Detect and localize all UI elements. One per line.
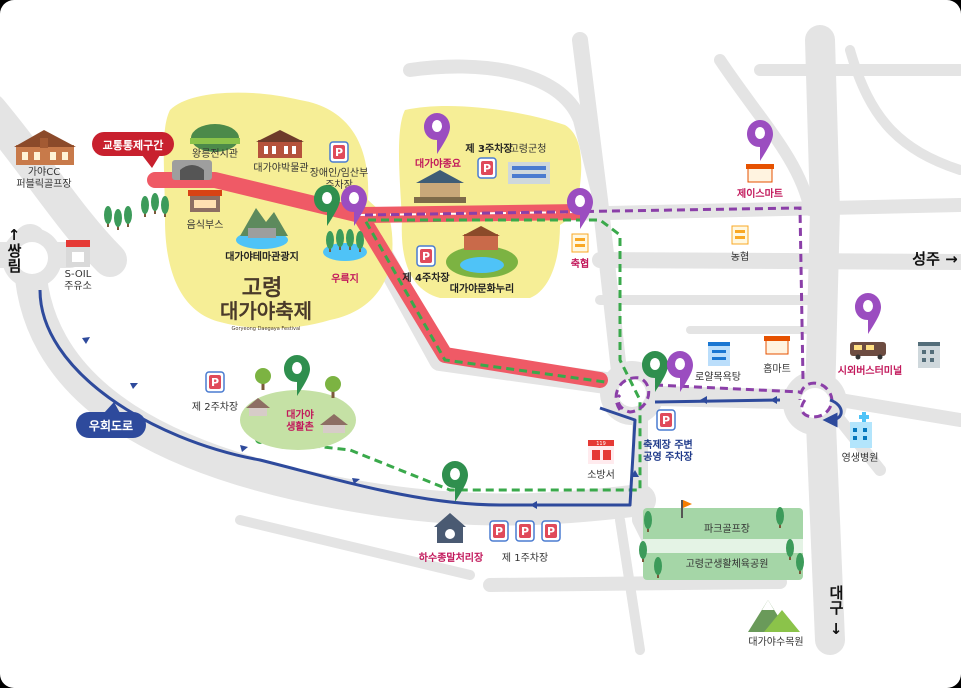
svg-text:고령: 고령 bbox=[242, 275, 282, 301]
festival-parking-label: 축제장 주변 bbox=[643, 438, 692, 451]
soil-label: S-OIL bbox=[65, 269, 92, 280]
bypass-callout: 우회도로 bbox=[76, 402, 146, 438]
roal-bath-icon bbox=[708, 342, 730, 366]
jaeis-mart-label: 제이스마트 bbox=[737, 187, 783, 200]
homemart-icon bbox=[764, 336, 790, 355]
arboretum-label: 대가야수목원 bbox=[748, 636, 803, 648]
ureukji-pond-icon bbox=[323, 229, 367, 261]
svg-text:119: 119 bbox=[596, 441, 606, 447]
gaya-village-area bbox=[240, 368, 356, 450]
theme-park-label: 대가야테마관광지 bbox=[225, 250, 299, 263]
food-booth-label: 음식부스 bbox=[187, 219, 224, 231]
gaya-cc-sublabel: 퍼블릭골프장 bbox=[16, 178, 71, 190]
hospital-building-icon bbox=[850, 412, 872, 448]
shuttle-route-green bbox=[259, 218, 642, 492]
parking3-icon bbox=[477, 157, 497, 179]
parking1-label: 제 1주차장 bbox=[502, 552, 548, 564]
gaya-cc-building-icon bbox=[14, 130, 76, 165]
park-golf-label: 파크골프장 bbox=[704, 523, 750, 535]
direction-east-label: 성주 → bbox=[912, 250, 957, 268]
parking4-icon bbox=[416, 245, 436, 267]
wangneung-mound-icon bbox=[190, 124, 240, 152]
soil-sublabel: 주유소 bbox=[64, 280, 92, 292]
gaya-cc-label: 가야CC bbox=[28, 166, 60, 178]
jaeis-mart-icon bbox=[746, 164, 774, 183]
disabled-parking-label: 장애인/임산부 bbox=[310, 166, 369, 179]
nonghyeop-building-icon bbox=[731, 225, 749, 245]
parking4-label: 제 4주차장 bbox=[402, 271, 450, 284]
parking2-icon bbox=[205, 371, 225, 393]
festival-parking-icon bbox=[656, 409, 676, 431]
festival-area-east bbox=[398, 105, 582, 298]
sewage-plant-label: 하수종말처리장 bbox=[419, 551, 484, 564]
festival-logo: 고령 대가야축제 Goryeong Daegaya Festival bbox=[220, 275, 312, 332]
direction-west-label: 쌍림 bbox=[5, 243, 23, 274]
fire-station-icon: 119 bbox=[588, 440, 614, 464]
jongyo-building-icon bbox=[414, 170, 466, 203]
culture-center-icon bbox=[446, 226, 518, 278]
museum-label: 대가야박물관 bbox=[253, 162, 308, 174]
soil-station-icon bbox=[66, 240, 90, 267]
hospital-label: 영생병원 bbox=[842, 452, 879, 464]
svg-text:교통통제구간: 교통통제구간 bbox=[103, 138, 164, 152]
bus-terminal-icon bbox=[850, 342, 886, 360]
sports-park-label: 고령군생활체육공원 bbox=[686, 557, 769, 570]
parking3-label: 제 3주차장 bbox=[465, 142, 513, 155]
gaya-village-label: 대가야 bbox=[286, 408, 314, 421]
traffic-control-callout: 교통통제구간 bbox=[92, 132, 174, 168]
county-office-building-icon bbox=[508, 162, 550, 184]
chukhyeop-building-icon bbox=[571, 233, 589, 253]
gaya-village-sublabel: 생활촌 bbox=[286, 420, 314, 433]
bypass-route bbox=[38, 289, 843, 507]
fire-station-label: 소방서 bbox=[587, 469, 615, 481]
direction-west-arrow: ↑ bbox=[8, 226, 21, 244]
sports-park-area bbox=[639, 500, 804, 580]
bypass-arrows bbox=[82, 337, 777, 509]
culture-center-label: 대가야문화누리 bbox=[450, 282, 514, 295]
svg-text:Goryeong Daegaya Festival: Goryeong Daegaya Festival bbox=[232, 326, 301, 332]
svg-text:대가야축제: 대가야축제 bbox=[220, 299, 312, 323]
food-booth-icon bbox=[188, 190, 222, 212]
direction-south-label: 대구 bbox=[827, 585, 845, 616]
county-office-label: 고령군청 bbox=[510, 143, 547, 155]
nonghyeop-label: 농협 bbox=[731, 250, 749, 263]
parking1-icon-c bbox=[541, 520, 561, 542]
terminal-building-icon bbox=[918, 342, 940, 368]
wangneung-label: 왕릉전시관 bbox=[192, 148, 238, 160]
tunnel-icon bbox=[172, 160, 212, 180]
museum-building-icon bbox=[256, 130, 304, 158]
parking2-label: 제 2주차장 bbox=[192, 401, 238, 413]
sewage-plant-icon bbox=[434, 513, 466, 543]
theme-park-icon bbox=[236, 208, 288, 249]
disabled-parking-icon bbox=[329, 141, 349, 163]
roal-bath-label: 로얄목욕탕 bbox=[695, 371, 741, 383]
parking1-icon-b bbox=[515, 520, 535, 542]
homemart-label: 홈마트 bbox=[763, 362, 791, 375]
arboretum-mountain-icon bbox=[748, 600, 800, 632]
chukhyeop-label: 축협 bbox=[571, 257, 589, 270]
direction-south-arrow: ↓ bbox=[830, 620, 843, 638]
ureukji-label: 우륵지 bbox=[331, 272, 359, 285]
bus-terminal-label: 시외버스터미널 bbox=[838, 364, 902, 377]
jongyo-label: 대가야종요 bbox=[415, 157, 461, 170]
svg-text:우회도로: 우회도로 bbox=[89, 418, 133, 433]
festival-parking-sublabel: 공영 주차장 bbox=[643, 450, 693, 463]
parking1-icon-a bbox=[489, 520, 509, 542]
